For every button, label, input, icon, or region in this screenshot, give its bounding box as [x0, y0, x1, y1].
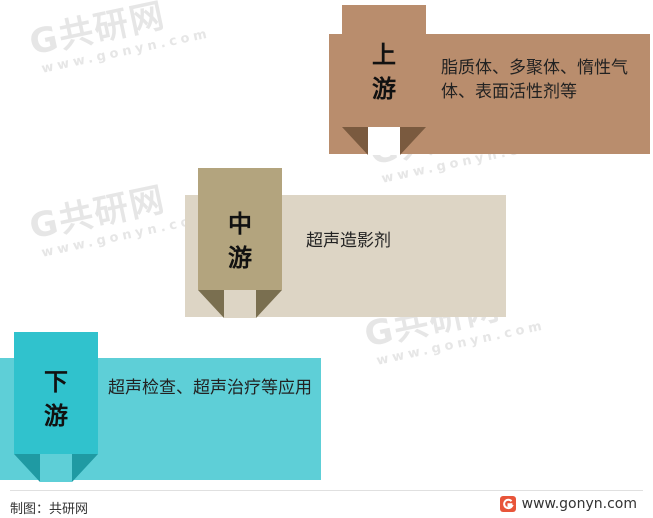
upstream-tag-fill — [342, 5, 426, 127]
downstream-tag-notch — [40, 454, 72, 482]
upstream-tag-fold-left — [342, 127, 368, 155]
downstream-description: 超声检查、超声治疗等应用 — [108, 378, 312, 398]
midstream-tag-label-1: 中 — [228, 210, 252, 238]
gonyn-logo-icon — [499, 496, 516, 512]
midstream-description: 超声造影剂 — [306, 231, 391, 251]
upstream-tag-fold-right — [400, 127, 426, 155]
upstream-tag-label-1: 上 — [372, 41, 396, 69]
midstream-tag-label-2: 游 — [228, 244, 252, 272]
site-url[interactable]: www.gonyn.com — [521, 496, 637, 512]
downstream-tag-fold-right — [72, 454, 98, 482]
downstream-tag-label-1: 下 — [44, 368, 68, 396]
upstream-tag-shape — [342, 5, 426, 155]
midstream-tag-fold-right — [256, 290, 282, 318]
footer-site: www.gonyn.com — [499, 496, 637, 512]
upstream-tag: 上 游 — [342, 5, 426, 155]
watermark: G共研网 www.gonyn.com — [26, 0, 213, 77]
upstream-tag-label-2: 游 — [372, 75, 396, 103]
downstream-tag-label-2: 游 — [44, 402, 68, 430]
downstream-tag: 下 游 — [14, 332, 98, 482]
source-credit: 制图：共研网 — [10, 502, 89, 517]
upstream-description: 脂质体、多聚体、惰性气体、表面活性剂等 — [441, 58, 628, 102]
midstream-tag-fill — [198, 168, 282, 290]
downstream-tag-shape — [14, 332, 98, 482]
midstream-tag: 中 游 — [198, 168, 282, 318]
downstream-tag-fold-left — [14, 454, 40, 482]
midstream-tag-fold-left — [198, 290, 224, 318]
midstream-tag-notch — [224, 290, 256, 318]
upstream-tag-notch — [368, 127, 400, 155]
downstream-tag-fill — [14, 332, 98, 454]
midstream-tag-shape — [198, 168, 282, 318]
footer-divider — [10, 490, 643, 491]
